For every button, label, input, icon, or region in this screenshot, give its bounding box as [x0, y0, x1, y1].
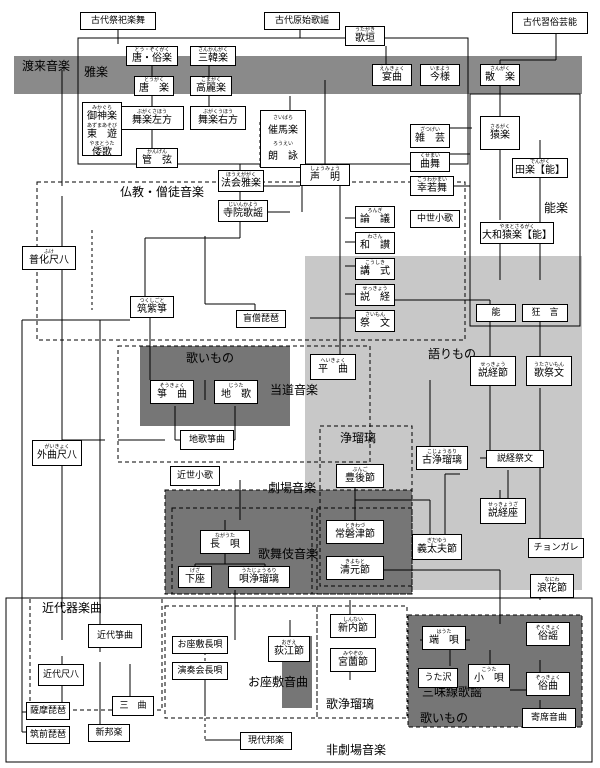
- section-utaimono-top: 歌いもの: [186, 351, 235, 365]
- box-miyazono: みやぞの宮薗節: [330, 648, 376, 672]
- box-imayo: いまよう今様: [420, 64, 460, 86]
- box-dengaku-no: でんがく田楽【能】: [512, 158, 568, 178]
- box-kiyomoto: きよもと清元節: [326, 556, 384, 580]
- box-gaikyoku: がいきょく外曲尺八: [32, 440, 82, 466]
- box-uta-joruri: うたじょうるり唄浄瑠璃: [228, 566, 290, 588]
- box-jiuta: じうた地 歌: [214, 380, 258, 404]
- box-utasaimon: うたさいもん歌祭文: [526, 356, 572, 386]
- box-kusemai: くせまい曲舞: [410, 152, 450, 172]
- section-joruri: 浄瑠璃: [340, 431, 377, 445]
- box-kinsei-kouta: 近世小歌: [170, 466, 220, 486]
- box-gidayu: ぎだゆう義太夫節: [412, 534, 462, 560]
- box-chusei-kouta: 中世小歌: [410, 210, 460, 228]
- section-utajoruri: 歌浄瑠璃: [326, 697, 375, 711]
- box-geza: げざ下座: [178, 566, 212, 588]
- section-higekijo: 非劇場音楽: [326, 743, 387, 757]
- section-gagaku-band: 渡来音楽: [22, 59, 71, 73]
- section-kindai: 近代器楽曲: [42, 601, 103, 615]
- box-zokkyoku: ぞっきょく俗曲: [526, 672, 570, 696]
- box-naniwa: なにわ浪花節: [530, 574, 574, 598]
- section-gekijo: 劇場音楽: [268, 481, 317, 495]
- section-katarimono: 語りもの: [428, 347, 477, 361]
- box-utagaki: うたがき歌垣: [345, 26, 385, 46]
- box-ensokai-nagauta: 演奏会長唄: [172, 662, 228, 680]
- box-sokyoku: そうきょく箏 曲: [150, 380, 194, 404]
- box-jiin-kayo: じいんかよう寺院歌謡: [218, 200, 268, 222]
- box-todo-zokugaku: とう・ぞくがく唐・俗楽: [126, 46, 178, 66]
- box-zatsugei: ざつげい雑 芸: [410, 124, 450, 148]
- box-chongare: チョンガレ: [528, 538, 584, 558]
- box-ko-joruri: こじょうるり古浄瑠璃: [416, 446, 468, 470]
- box-kindai-sokyoku: 近代箏曲: [88, 624, 142, 648]
- box-rongi: ろんぎ論 議: [355, 206, 395, 228]
- box-sankangaku: さんかんがく三韓楽: [190, 46, 236, 66]
- box-kindai-shakuhachi: 近代尺八: [38, 664, 84, 686]
- box-saimon: さいもん祭 文: [355, 310, 395, 332]
- box-kodai-saishi: 古代祭祀楽舞: [80, 12, 156, 30]
- box-tokiwazu: ときわづ常磐津節: [326, 520, 384, 544]
- section-todo: 当道音楽: [270, 383, 319, 397]
- box-koshiki: こうしき講 式: [355, 258, 395, 280]
- section-gagaku: 雅楽: [84, 65, 109, 79]
- box-bugaku-u: ぶがくうほう舞楽右方: [190, 106, 246, 130]
- box-sekkyobushi: せっきょう説経節: [470, 356, 516, 386]
- box-nagauta: ながうた長 唄: [200, 530, 250, 554]
- box-kowakamai: こうわかまい幸若舞: [410, 176, 454, 196]
- box-shinnai: しんない新内節: [330, 614, 376, 638]
- box-sangaku: さんがく散 楽: [480, 64, 520, 86]
- box-togaku: とうがく唐 楽: [134, 76, 174, 96]
- box-kodai-genshi: 古代原始歌謡: [264, 12, 340, 30]
- box-bungo: ぶんご豊後節: [336, 464, 384, 488]
- box-sekkyoza: せっきょうざ説経座: [480, 498, 526, 524]
- box-sankyoku: 三 曲: [112, 696, 154, 716]
- box-wasan: わさん和 讃: [355, 232, 395, 254]
- box-tsukushi: つくしごと筑紫箏: [130, 296, 174, 318]
- box-yamato-sarugaku: やまとさるがく大和猿楽【能】: [480, 222, 554, 244]
- box-kangen: かんげん管 弦: [136, 148, 178, 168]
- box-utazawa: うた沢: [418, 668, 458, 688]
- box-bugaku-sa: ぶがくさほう舞楽左方: [120, 106, 184, 130]
- box-kouta: こうた小 唄: [468, 664, 510, 688]
- section-buddhist: 仏教・僧徒音楽: [120, 185, 205, 199]
- box-gendai-hogaku: 現代邦楽: [240, 732, 292, 750]
- section-kabuki: 歌舞伎音楽: [258, 547, 319, 561]
- box-komagaku: こまがく高麗楽: [190, 76, 232, 96]
- box-sekkyo-saimon: 説経祭文: [486, 450, 544, 468]
- box-zokkyoku-top: ぞくきょく俗謡: [526, 622, 570, 646]
- box-sekkyo: せっきょう説 経: [355, 284, 395, 306]
- box-kyogen: 狂 言: [522, 304, 568, 322]
- box-mikagura: みかぐら御神楽 あずまあそび東 遊 やまとうた倭歌: [82, 102, 122, 158]
- box-jiuta-sokyoku: 地歌箏曲: [180, 430, 234, 450]
- box-ogiebushi: おぎえ荻江節: [268, 636, 310, 662]
- box-hoe-gagaku: ほうえががく法会雅楽: [218, 170, 264, 192]
- section-shamisen: 三味線歌謡: [422, 685, 483, 699]
- box-saibara-roei: さいばら催馬楽 ろうえい朗 詠: [260, 110, 306, 168]
- box-shomyo: しょうみょう声 明: [300, 164, 350, 186]
- box-satsuma: 薩摩琵琶: [26, 702, 70, 720]
- box-heikyoku: へいきょく平 曲: [310, 354, 356, 380]
- box-moso: 盲僧琵琶: [236, 310, 286, 328]
- box-yose-ongyoku: 寄席音曲: [522, 708, 576, 728]
- box-shinhogaku: 新邦楽: [88, 724, 130, 742]
- box-hauta: はうた端 唄: [422, 626, 466, 650]
- box-chikuzen: 筑前琵琶: [26, 726, 70, 744]
- box-no: 能: [476, 304, 516, 322]
- section-nohgaku: 能楽: [544, 201, 569, 215]
- box-kodai-shuzoku: 古代習俗芸能: [512, 12, 588, 34]
- box-fuke: ふけ普化尺八: [22, 246, 76, 270]
- box-ozashiki-nagauta: お座敷長唄: [172, 636, 228, 654]
- box-enkyoku: えんきょく宴曲: [372, 64, 412, 86]
- box-sarugaku: さるがく猿楽: [480, 116, 520, 150]
- section-ozashiki: お座敷音曲: [248, 675, 309, 689]
- section-utaimono-bottom: 歌いもの: [420, 711, 469, 725]
